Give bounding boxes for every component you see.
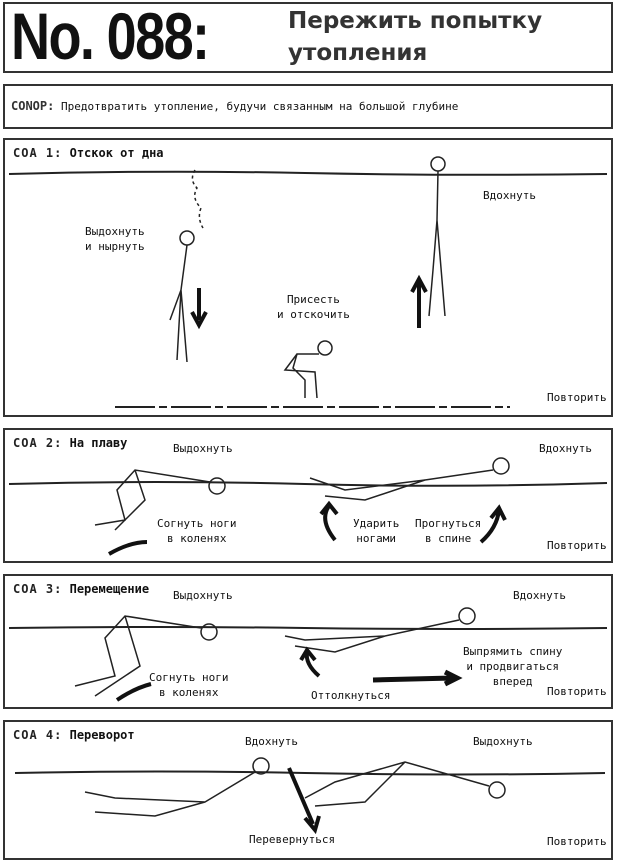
- water-surface: [8, 170, 608, 176]
- text: Прогнуться: [415, 517, 482, 530]
- coa4-exhale-label: Выдохнуть: [473, 735, 533, 748]
- coa2-bend-label: Согнуть ноги в коленях: [157, 516, 236, 546]
- coa2-repeat-label: Повторить: [547, 539, 607, 552]
- curved-arrow-icon: [479, 504, 507, 544]
- coa1-step3-label: Вдохнуть: [483, 189, 536, 202]
- coa3-title: Перемещение: [69, 582, 150, 596]
- arrow-up-icon: [410, 274, 428, 328]
- guide-title-line2: утопления: [288, 40, 428, 66]
- coa3-bend-label: Согнуть ноги в коленях: [149, 670, 228, 700]
- text: в коленях: [158, 686, 219, 699]
- coa1-repeat-label: Повторить: [547, 391, 607, 404]
- coa3-illustration: [8, 607, 608, 702]
- coa4-inhale-label: Вдохнуть: [245, 735, 298, 748]
- guide-number: No. 088:: [11, 0, 210, 73]
- conop-label: CONOP:: [11, 99, 55, 113]
- coa2-label: COA 2:: [13, 436, 63, 450]
- coa3-label: COA 3:: [13, 582, 63, 596]
- text: Выпрямить спину: [463, 645, 563, 658]
- coa1-title: Отскок от дна: [69, 146, 164, 160]
- text: Согнуть ноги: [149, 671, 229, 684]
- coa3-panel: COA 3: Перемещение Выдохнуть Вдохнуть Со…: [3, 574, 613, 709]
- diver-figure: [169, 156, 446, 399]
- guide-title-line1: Пережить попытку: [288, 8, 543, 34]
- coa2-kick-label: Ударить ногами: [353, 516, 399, 546]
- conop-line: CONOP: Предотвратить утопление, будучи с…: [11, 99, 458, 113]
- text: и нырнуть: [85, 240, 145, 253]
- curved-arrow-icon: [115, 682, 152, 702]
- coa2-heading: COA 2: На плаву: [13, 436, 127, 450]
- swimmer-figure: [84, 757, 506, 817]
- text: в коленях: [166, 532, 227, 545]
- coa1-illustration: [8, 156, 608, 408]
- water-surface: [8, 626, 608, 630]
- coa3-push-label: Оттолкнуться: [311, 689, 391, 702]
- coa2-arch-label: Прогнуться в спине: [415, 516, 481, 546]
- text: и отскочить: [277, 308, 350, 321]
- coa1-step1-label: Выдохнуть и нырнуть: [85, 224, 145, 254]
- text: Выдохнуть: [85, 225, 145, 238]
- coa4-repeat-label: Повторить: [547, 835, 607, 848]
- curved-arrow-icon: [108, 540, 148, 556]
- coa3-straight-label: Выпрямить спину и продвигаться вперед: [463, 644, 562, 689]
- text: Согнуть ноги: [157, 517, 237, 530]
- swimmer-figure: [94, 457, 510, 531]
- coa2-illustration: [8, 457, 608, 556]
- coa2-title: На плаву: [69, 436, 128, 450]
- arrow-down-icon: [190, 288, 208, 330]
- text: Присесть: [286, 293, 340, 306]
- coa4-flip-label: Перевернуться: [249, 833, 336, 846]
- coa3-heading: COA 3: Перемещение: [13, 582, 149, 596]
- swimmer-figure: [74, 607, 476, 697]
- flip-arrow-icon: [287, 767, 321, 835]
- coa2-panel: COA 2: На плаву Выдохнуть Вдохнуть Согну…: [3, 428, 613, 563]
- coa4-panel: COA 4: Переворот Вдохнуть Выдохнуть Пере…: [3, 720, 613, 860]
- header-box: No. 088: Пережить попытку утопления: [3, 0, 613, 73]
- curved-arrow-icon: [319, 500, 339, 542]
- coa1-heading: COA 1: Отскок от дна: [13, 146, 164, 160]
- coa4-title: Переворот: [69, 728, 135, 742]
- coa3-repeat-label: Повторить: [547, 685, 607, 698]
- coa1-label: COA 1:: [13, 146, 63, 160]
- conop-text: Предотвратить утопление, будучи связанны…: [60, 100, 459, 113]
- coa3-exhale-label: Выдохнуть: [173, 589, 233, 602]
- coa1-step2-label: Присесть и отскочить: [277, 292, 350, 322]
- water-surface: [8, 481, 608, 487]
- arrow-right-icon: [372, 669, 463, 687]
- coa3-inhale-label: Вдохнуть: [513, 589, 566, 602]
- text: ногами: [356, 532, 397, 545]
- coa4-label: COA 4:: [13, 728, 63, 742]
- coa2-exhale-label: Выдохнуть: [173, 442, 233, 455]
- coa4-heading: COA 4: Переворот: [13, 728, 135, 742]
- coa2-inhale-label: Вдохнуть: [539, 442, 592, 455]
- curved-arrow-icon: [299, 646, 321, 678]
- text: вперед: [492, 675, 533, 688]
- text: Ударить: [353, 517, 400, 530]
- text: в спине: [424, 532, 472, 545]
- coa4-illustration: [14, 757, 606, 835]
- water-surface: [14, 770, 606, 776]
- text: и продвигаться: [466, 660, 560, 673]
- conop-box: CONOP: Предотвратить утопление, будучи с…: [3, 84, 613, 129]
